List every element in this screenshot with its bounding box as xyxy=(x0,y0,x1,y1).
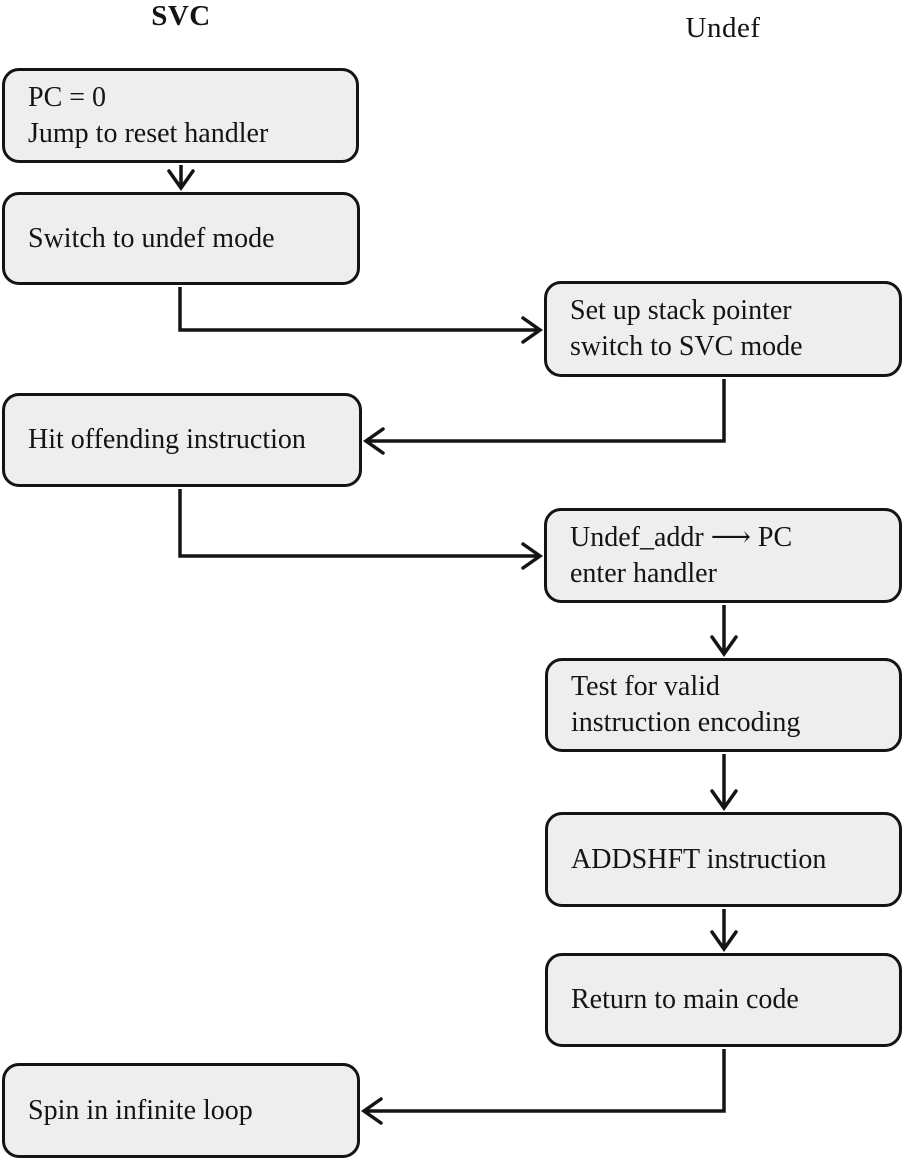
column-header-undef: Undef xyxy=(685,12,761,44)
node-spin-infinite-loop: Spin in infinite loop xyxy=(2,1063,360,1158)
edge-setup-sp-to-hit-offending xyxy=(362,379,726,455)
node-hit-offending-instruction-line-1: Hit offending instruction xyxy=(28,424,306,455)
node-reset-line-2: Jump to reset handler xyxy=(28,117,269,149)
node-return-to-main-code: Return to main code xyxy=(545,953,902,1047)
node-undef-addr-to-pc-line-1: Undef_addr ⟶ PC xyxy=(570,521,793,553)
node-addshft-instruction: ADDSHFT instruction xyxy=(545,812,902,907)
node-setup-stack-pointer: Set up stack pointer switch to SVC mode xyxy=(544,281,902,377)
node-switch-undef-mode: Switch to undef mode xyxy=(2,192,360,285)
node-setup-stack-pointer-line-1: Set up stack pointer xyxy=(570,295,792,326)
node-reset-line-1: PC = 0 xyxy=(28,81,107,113)
node-test-valid-encoding-line-1: Test for valid xyxy=(571,671,720,702)
node-return-to-main-code-line-1: Return to main code xyxy=(571,984,799,1015)
column-header-svc: SVC xyxy=(151,0,211,32)
node-test-valid-encoding: Test for valid instruction encoding xyxy=(545,658,902,752)
node-switch-undef-mode-line-1: Switch to undef mode xyxy=(28,222,275,254)
edge-return-main-to-spin-loop xyxy=(360,1049,726,1125)
edge-switch-undef-to-setup-sp xyxy=(178,287,544,344)
edge-hit-offending-to-undef-addr xyxy=(178,489,544,570)
node-undef-addr-to-pc: Undef_addr ⟶ PC enter handler xyxy=(544,508,902,603)
node-test-valid-encoding-line-2: instruction encoding xyxy=(571,707,801,738)
node-reset: PC = 0 Jump to reset handler xyxy=(2,68,359,163)
node-setup-stack-pointer-line-2: switch to SVC mode xyxy=(570,331,803,362)
node-undef-addr-to-pc-line-2: enter handler xyxy=(570,557,717,589)
node-addshft-instruction-line-1: ADDSHFT instruction xyxy=(571,843,827,875)
node-spin-infinite-loop-line-1: Spin in infinite loop xyxy=(28,1094,253,1126)
node-hit-offending-instruction: Hit offending instruction xyxy=(2,393,362,487)
